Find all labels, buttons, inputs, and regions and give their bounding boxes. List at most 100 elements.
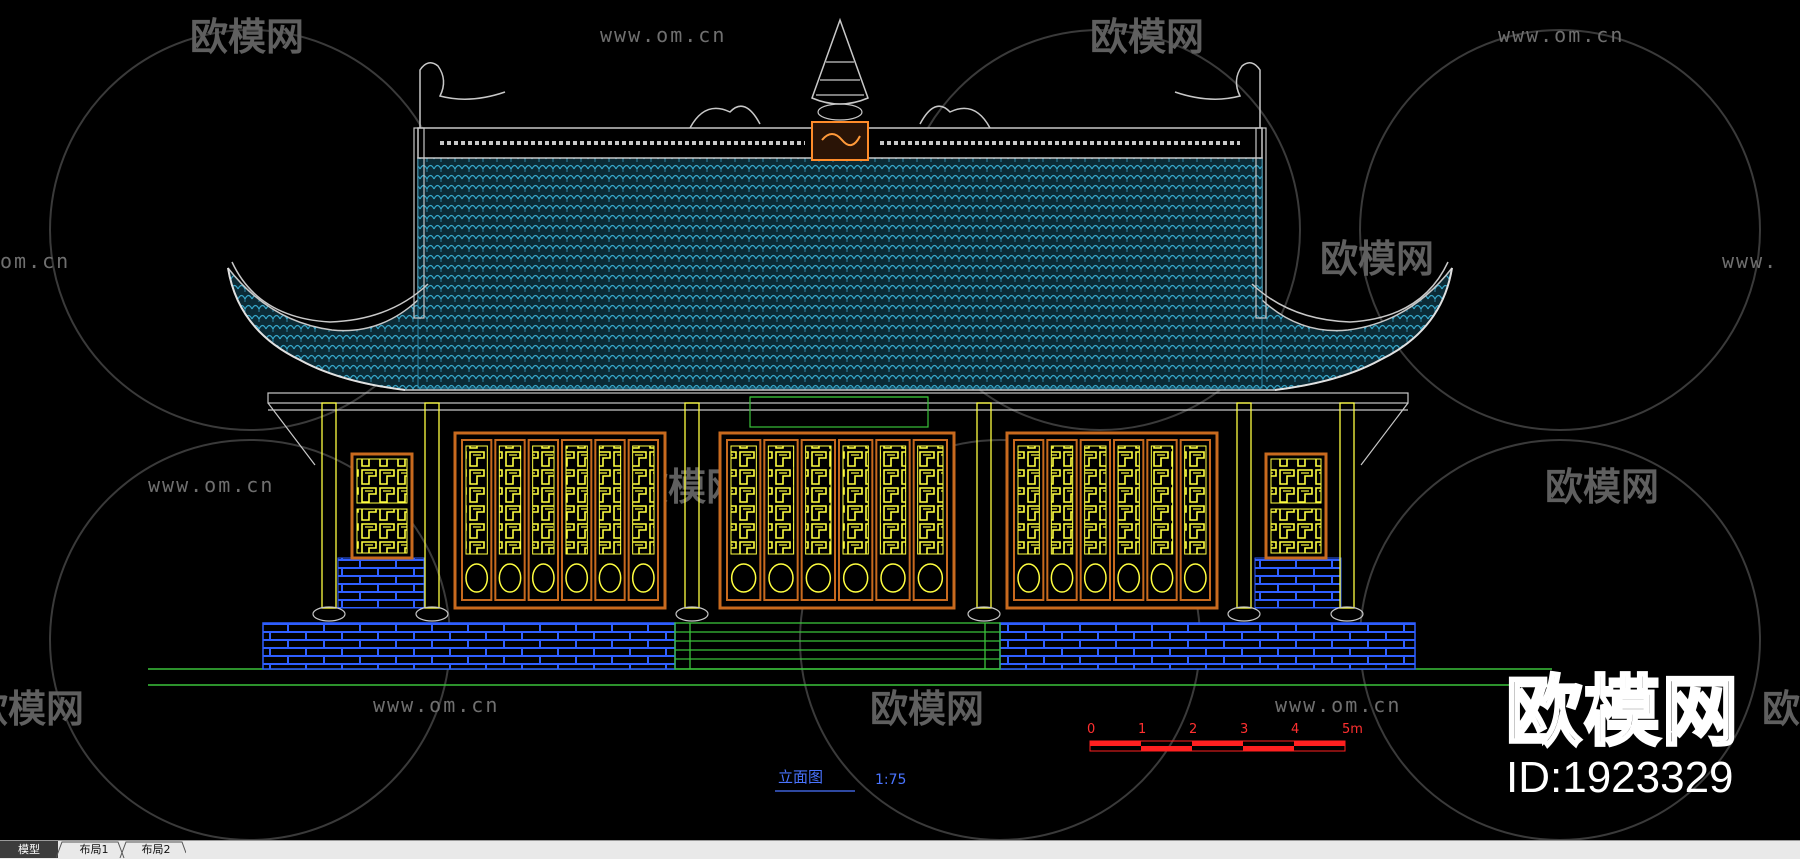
door-lattice [879, 445, 907, 555]
scale-segment [1141, 746, 1192, 751]
model-space-viewport[interactable]: 欧模网 www.om.cn 欧模网 www.om.cn om.cn 欧模网 ww… [0, 0, 1800, 840]
watermark-brand: 欧模网 [0, 687, 84, 731]
side-windows [350, 452, 1328, 560]
ridge-plaque [811, 121, 869, 161]
scale-tick-label: 3 [1240, 722, 1248, 737]
door-medallion [465, 563, 489, 593]
watermark-site: om.cn [0, 249, 70, 273]
watermark-brand: 欧 [1762, 687, 1800, 731]
door-lattice [1117, 445, 1140, 555]
door-leaf [726, 439, 762, 601]
drawing-title-block: 立面图 1:75 [775, 768, 906, 792]
door-leaf [561, 439, 593, 601]
eave-structure [267, 392, 1409, 466]
door-lattice [532, 445, 555, 555]
scale-tick-label: 1 [1138, 722, 1146, 737]
watermark-site: www.om.cn [373, 693, 499, 717]
door-lattice [1017, 445, 1040, 555]
door-leaf [1113, 439, 1145, 601]
watermark-site: www. [1722, 249, 1778, 273]
roof [227, 157, 1453, 391]
layout-tab-bar: 模型 布局1 布局2 [0, 840, 1800, 859]
door-lattice [917, 445, 944, 555]
door-leaf [1146, 439, 1178, 601]
door-medallion [1050, 563, 1074, 593]
tab-model[interactable]: 模型 [0, 841, 58, 858]
elevation-drawing: 欧模网 www.om.cn 欧模网 www.om.cn om.cn 欧模网 ww… [0, 15, 1800, 840]
door-lattice [1150, 445, 1174, 555]
watermark-site: www.om.cn [600, 23, 726, 47]
scale-tick-label: 4 [1291, 722, 1299, 737]
door-leaf [838, 439, 874, 601]
door-medallion [842, 563, 869, 593]
door-leaf [1179, 439, 1211, 601]
door-leaf [1046, 439, 1078, 601]
roof-ridge [413, 17, 1267, 319]
door-leaf [912, 439, 949, 601]
scale-tick-label: 0 [1087, 722, 1095, 737]
door-medallion [1017, 563, 1041, 593]
tab-outlines [56, 841, 186, 859]
door-medallion [1150, 563, 1174, 593]
door-lattice [565, 445, 588, 555]
door-lattice [1184, 445, 1207, 555]
scale-frame [1089, 740, 1346, 752]
watermark-site: www.om.cn [148, 473, 274, 497]
door-leaf [594, 439, 626, 601]
door-lattice [767, 445, 795, 555]
door-lattice [842, 445, 869, 555]
drawing-title: 立面图 [778, 768, 823, 786]
door-frame [1005, 431, 1219, 610]
drawing-scale: 1:75 [875, 772, 906, 788]
watermark-brand: 欧模网 [1320, 237, 1434, 281]
columns [321, 402, 1355, 609]
lattice-doors [453, 431, 1219, 610]
stone-platform [262, 557, 1416, 670]
door-lattice [1050, 445, 1074, 555]
watermark-site: www.om.cn [1498, 23, 1624, 47]
door-medallion [768, 563, 794, 593]
door-medallion [1183, 563, 1207, 593]
door-lattice [730, 445, 757, 555]
watermark-brand: 欧模网 [1545, 465, 1659, 509]
door-leaf [494, 439, 526, 601]
door-leaf [1079, 439, 1111, 601]
door-leaf [800, 439, 837, 601]
door-lattice [498, 445, 522, 555]
door-lattice [465, 445, 488, 555]
door-lattice [632, 445, 655, 555]
entry-steps [674, 622, 1001, 670]
door-leaf [527, 439, 560, 601]
column-bases [312, 606, 1364, 622]
door-medallion [730, 563, 757, 593]
door-frame [718, 431, 956, 610]
watermark-brand: 欧模网 [1090, 15, 1204, 59]
door-leaf [461, 439, 493, 601]
brand-overlay: 欧模网 ID:1923329 [1505, 667, 1740, 804]
door-leaf [1013, 439, 1045, 601]
tab-layout-1[interactable]: 布局1 [79, 843, 109, 856]
door-medallion [1083, 563, 1107, 593]
tab-layout-2[interactable]: 布局2 [141, 843, 171, 856]
scale-tick-label: 2 [1189, 722, 1197, 737]
watermark-site: www.om.cn [1275, 693, 1401, 717]
brand-name: 欧模网 [1505, 667, 1740, 756]
door-lattice [598, 445, 622, 555]
door-medallion [805, 563, 832, 593]
door-lattice [1084, 445, 1107, 555]
door-leaf [875, 439, 911, 601]
door-lattice [805, 445, 832, 555]
scale-segment [1090, 741, 1141, 746]
door-leaf [763, 439, 799, 601]
door-medallion [498, 563, 522, 593]
door-medallion [1117, 563, 1141, 593]
door-medallion [880, 563, 906, 593]
scale-segment [1243, 746, 1294, 751]
door-leaf [627, 439, 660, 601]
door-medallion [531, 563, 555, 593]
scale-segment [1294, 741, 1345, 746]
door-medallion [631, 563, 655, 593]
door-medallion [565, 563, 589, 593]
door-medallion [598, 563, 622, 593]
